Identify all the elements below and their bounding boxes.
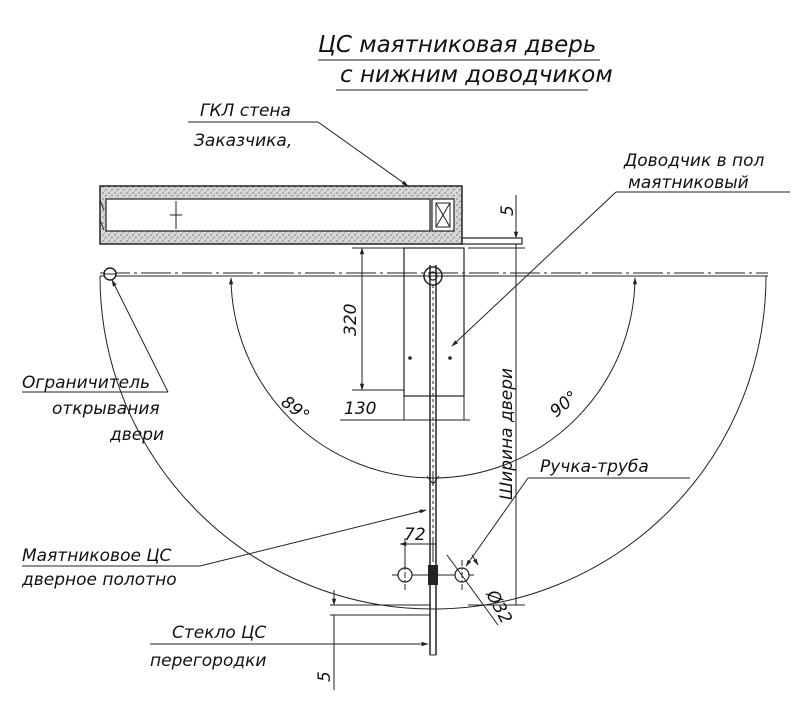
title-line-1: ЦС маятниковая дверь: [318, 32, 596, 58]
dim-door-width: Ширина двери: [497, 368, 517, 500]
wall-section: [99, 185, 463, 245]
glass-label-1: Стекло ЦС: [172, 623, 266, 643]
dim-angle-right: 90°: [546, 387, 582, 422]
dim-handle-diameter: Ø32: [481, 586, 516, 627]
door-leaf-label-1: Маятниковое ЦС: [22, 546, 172, 566]
stopper-label-3: двери: [109, 425, 164, 445]
dim-offset-top: 5: [498, 205, 518, 216]
dim-offset-bottom: 5: [315, 671, 335, 682]
dim-angle-left: 89°: [277, 392, 313, 426]
dim-width-closer: 130: [344, 399, 376, 419]
closer-label-1: Доводчик в пол: [623, 151, 765, 171]
dim-depth: 320: [341, 304, 361, 336]
wall-label-1: ГКЛ стена: [200, 101, 291, 121]
stopper-label-1: Ограничитель: [22, 373, 150, 393]
handle-label: Ручка-труба: [540, 457, 649, 477]
door-leaf-label-2: дверное полотно: [21, 570, 177, 590]
closer-label-2: маятниковый: [628, 173, 749, 193]
glass-partition-top: [461, 237, 523, 245]
swing-arc-outer: [99, 275, 767, 610]
door-leaf: [428, 265, 438, 656]
stopper-label-2: открывания: [52, 399, 160, 419]
dim-handle-spacing: 72: [404, 525, 426, 545]
title-line-2: с нижним доводчиком: [340, 62, 613, 88]
glass-label-2: перегородки: [150, 651, 266, 671]
wall-label-2: Заказчика,: [194, 131, 292, 151]
